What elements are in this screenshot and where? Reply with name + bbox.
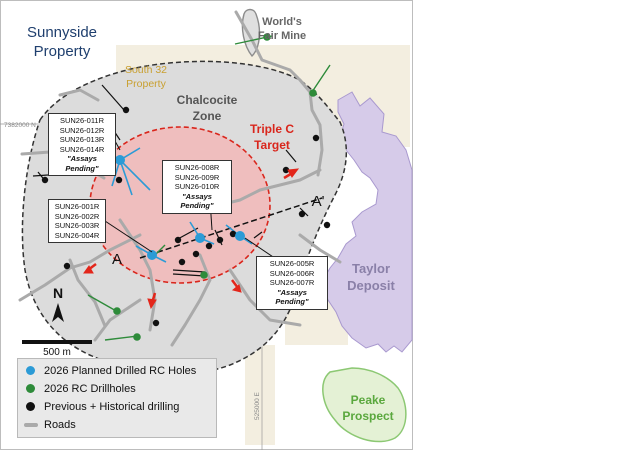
hole-id: SUN26-007R [269, 278, 315, 287]
legend-item-rc: 2026 RC Drillholes [26, 381, 136, 397]
legend-label: Roads [44, 419, 76, 431]
taylor-deposit-area [321, 91, 413, 353]
assays-pending-label: "Assays Pending" [275, 287, 309, 307]
peake-label-line2: Prospect [342, 409, 393, 423]
south32-label-line2: Property [126, 78, 166, 90]
worlds-fair-label-line2: Fair Mine [258, 30, 306, 42]
chalcocite-label-line2: Zone [193, 109, 222, 123]
map-legend: 2026 Planned Drilled RC Holes 2026 RC Dr… [17, 358, 217, 438]
callout-holes-011-014: SUN26-011R SUN26-012R SUN26-013R SUN26-0… [48, 113, 116, 176]
hole-id: SUN26-005R [269, 259, 315, 268]
rc-drillholes [113, 33, 317, 341]
callout-holes-001-004: SUN26-001R SUN26-002R SUN26-003R SUN26-0… [48, 199, 106, 243]
triple-c-label-line2: Target [254, 138, 290, 152]
legend-label: Previous + Historical drilling [44, 401, 180, 413]
north-arrow-icon [52, 303, 64, 322]
hole-id: SUN26-002R [54, 211, 100, 221]
sunnyside-label-line2: Property [34, 43, 91, 60]
worlds-fair-label-line1: World's [262, 16, 302, 28]
legend-item-roads: Roads [24, 417, 76, 433]
hole-id: SUN26-012R [59, 125, 105, 135]
black-dot-icon [26, 402, 35, 411]
hole-id: SUN26-011R [59, 116, 105, 125]
callout-holes-008-010: SUN26-008R SUN26-009R SUN26-010R "Assays… [162, 160, 232, 214]
planned-holes [115, 155, 245, 260]
taylor-label-line1: Taylor [352, 261, 390, 276]
assays-pending-label: "Assays Pending" [65, 154, 99, 173]
sunnyside-label-line1: Sunnyside [27, 24, 97, 41]
south32-label-line1: South 32 [125, 64, 167, 76]
legend-item-planned: 2026 Planned Drilled RC Holes [26, 363, 197, 379]
scale-label: 500 m [43, 347, 71, 358]
hole-id: SUN26-008R [174, 163, 220, 172]
section-label-a: A [112, 251, 122, 268]
peake-label-line1: Peake [351, 393, 386, 407]
green-dot-icon [26, 384, 35, 393]
legend-item-historical: Previous + Historical drilling [26, 399, 180, 415]
hole-id: SUN26-006R [269, 268, 315, 278]
peake-prospect-area [322, 367, 407, 443]
blue-dot-icon [26, 366, 35, 375]
triple-c-label-line1: Triple C [250, 122, 294, 136]
callout-holes-005-007: SUN26-005R SUN26-006R SUN26-007R "Assays… [256, 256, 328, 310]
hole-id: SUN26-014R [59, 144, 105, 154]
hole-id: SUN26-009R [174, 172, 220, 182]
hole-id: SUN26-010R [174, 182, 220, 191]
north-label: N [53, 285, 63, 301]
road-line-icon [24, 423, 38, 427]
legend-label: 2026 RC Drillholes [44, 383, 136, 395]
historical-holes [41, 106, 331, 327]
taylor-label-line2: Deposit [347, 278, 395, 293]
chalcocite-label-line1: Chalcocite [177, 93, 238, 107]
hole-id: SUN26-004R [54, 230, 100, 240]
hole-id: SUN26-003R [54, 221, 100, 230]
grid-label-easting: 525000 E [254, 392, 261, 420]
section-label-a-prime: A' [312, 193, 325, 210]
hole-id: SUN26-001R [54, 202, 100, 211]
legend-label: 2026 Planned Drilled RC Holes [44, 365, 197, 377]
assays-pending-label: "Assays Pending" [180, 191, 214, 211]
scale-bar [22, 340, 92, 344]
red-arrows [83, 168, 300, 310]
grid-label-northing: 7382000 N [4, 122, 36, 129]
hole-id: SUN26-013R [59, 135, 105, 144]
